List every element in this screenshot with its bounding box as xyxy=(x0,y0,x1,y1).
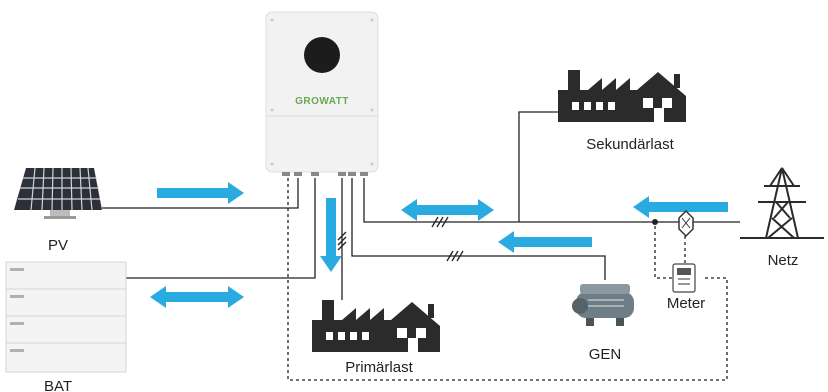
bat-label: BAT xyxy=(44,378,72,392)
factory-icon xyxy=(558,70,686,122)
primaerlast-label: Primärlast xyxy=(345,359,413,376)
generator-wire xyxy=(351,178,606,280)
meter-label: Meter xyxy=(667,295,705,312)
transmission-tower-icon xyxy=(740,167,824,239)
pv-flow-arrow xyxy=(157,182,244,204)
pv-label: PV xyxy=(48,237,68,254)
comm-wire xyxy=(287,178,728,381)
gen-label: GEN xyxy=(589,346,622,363)
generator-icon xyxy=(572,284,634,326)
generator-flow-arrow xyxy=(498,231,592,253)
phase-marks xyxy=(337,216,464,262)
battery-flow-arrow xyxy=(150,286,244,308)
battery-stack-icon xyxy=(5,261,127,373)
netz-label: Netz xyxy=(768,252,799,269)
primary-load-flow-arrow xyxy=(320,198,342,272)
grid-exchange-arrow xyxy=(401,199,494,221)
grid-import-arrow xyxy=(633,196,728,218)
inverter-brand-logo: GROWATT xyxy=(295,96,349,107)
pv-wire xyxy=(102,178,299,209)
wiring xyxy=(102,111,740,381)
factory-icon xyxy=(312,300,440,352)
grid-junction-dot xyxy=(652,219,658,225)
ct-wire xyxy=(654,226,672,279)
sekundaerlast-label: Sekundärlast xyxy=(586,136,674,153)
inverter-icon: GROWATT xyxy=(265,11,379,176)
solar-panel-icon xyxy=(14,167,102,219)
secondary-load-wire xyxy=(518,111,568,222)
ct-sensor-icon xyxy=(678,209,694,238)
flow-arrows xyxy=(150,182,728,308)
meter-icon xyxy=(672,263,696,293)
grid-wire xyxy=(363,178,740,223)
battery-wire xyxy=(126,178,316,279)
